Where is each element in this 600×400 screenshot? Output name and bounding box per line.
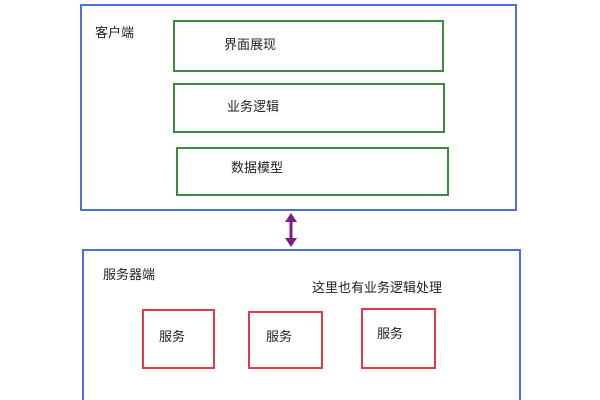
client-label: 客户端 bbox=[95, 26, 135, 41]
bidirectional-arrow bbox=[285, 213, 297, 247]
server-label: 服务器端 bbox=[103, 268, 156, 283]
business-logic-label: 业务逻辑 bbox=[227, 100, 280, 115]
data-model-layer: 数据模型 bbox=[176, 147, 449, 196]
business-logic-layer: 业务逻辑 bbox=[173, 83, 445, 133]
service-box-2: 服务 bbox=[248, 311, 323, 369]
ui-presentation-layer: 界面展现 bbox=[173, 20, 444, 72]
service-label-2: 服务 bbox=[266, 330, 293, 345]
service-box-1: 服务 bbox=[142, 309, 215, 369]
server-note: 这里也有业务逻辑处理 bbox=[312, 281, 443, 296]
arrow-head-up bbox=[285, 213, 297, 222]
data-model-label: 数据模型 bbox=[231, 161, 284, 176]
arrow-head-down bbox=[285, 238, 297, 247]
service-label-1: 服务 bbox=[159, 330, 186, 345]
service-box-3: 服务 bbox=[361, 308, 436, 369]
service-label-3: 服务 bbox=[377, 327, 404, 342]
ui-presentation-label: 界面展现 bbox=[224, 38, 277, 53]
